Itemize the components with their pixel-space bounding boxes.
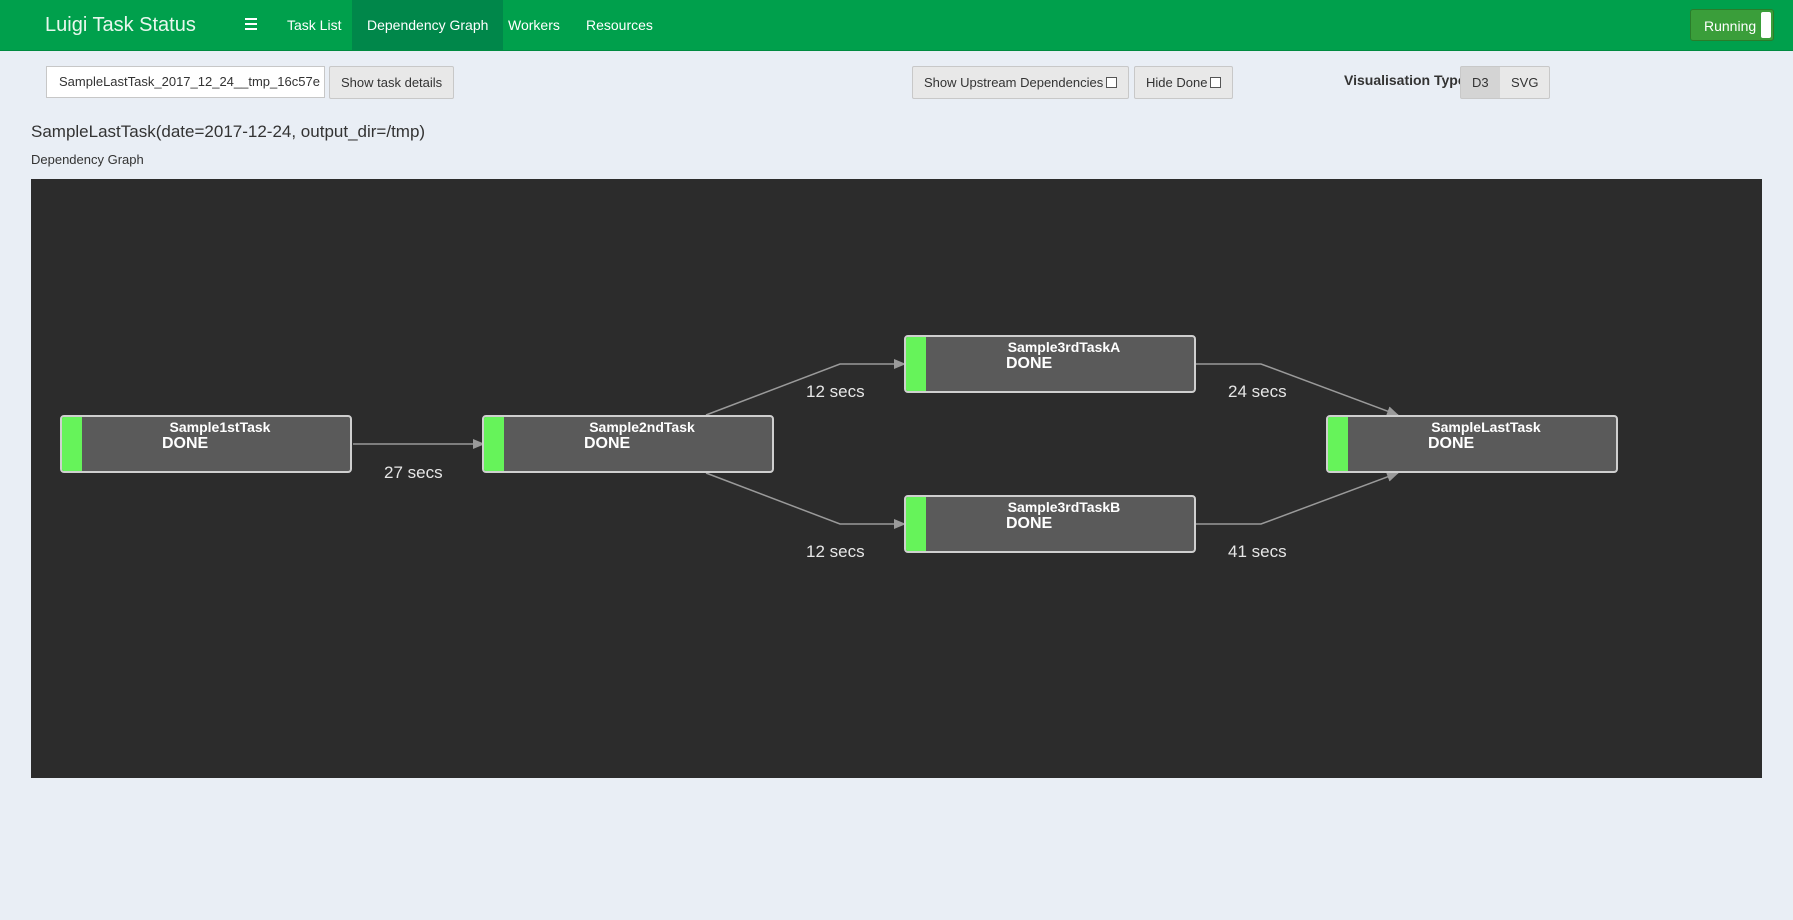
- edge-3rdB-to-last: [1196, 472, 1399, 525]
- task-node-sample2ndtask[interactable]: Sample2ndTask DONE: [482, 415, 774, 473]
- vis-svg-button[interactable]: SVG: [1500, 66, 1551, 99]
- task-node-sample3rdtaska[interactable]: Sample3rdTaskA DONE: [904, 335, 1196, 393]
- task-node-status: DONE: [162, 435, 209, 452]
- dependency-graph-canvas: 27 secs 12 secs 12 secs 24 secs 41 secs …: [31, 179, 1762, 778]
- top-navbar: Luigi Task Status Task List Dependency G…: [0, 0, 1793, 51]
- show-task-details-button[interactable]: Show task details: [329, 66, 455, 99]
- graph-subtitle: Dependency Graph: [31, 152, 144, 167]
- task-node-name: Sample3rdTaskA: [1007, 339, 1121, 355]
- edge-2nd-to-3rdB: [705, 472, 906, 529]
- task-id-input[interactable]: SampleLastTask_2017_12_24__tmp_16c57e: [46, 66, 325, 98]
- task-node-name: SampleLastTask: [1431, 419, 1541, 435]
- edge-label: 41 secs: [1228, 542, 1287, 561]
- task-node-sample3rdtaskb[interactable]: Sample3rdTaskB DONE: [904, 495, 1196, 553]
- done-status-bar: [484, 417, 504, 471]
- edge-3rdA-to-last: [1196, 363, 1399, 416]
- vis-d3-button[interactable]: D3: [1460, 66, 1501, 99]
- edge-label: 12 secs: [806, 542, 865, 561]
- done-status-bar: [1328, 417, 1348, 471]
- running-label: Running: [1704, 18, 1757, 34]
- edge-label: 24 secs: [1228, 382, 1287, 401]
- edge-label: 12 secs: [806, 382, 865, 401]
- edge-2nd-to-3rdA: [705, 359, 906, 416]
- task-node-status: DONE: [1006, 515, 1053, 532]
- running-toggle[interactable]: Running: [1690, 9, 1774, 41]
- show-upstream-button[interactable]: Show Upstream Dependencies: [912, 66, 1130, 99]
- visualisation-type-label: Visualisation Type: [1344, 72, 1466, 88]
- nav-resources[interactable]: Resources: [586, 17, 653, 33]
- hide-done-label: Hide Done: [1146, 75, 1208, 90]
- edge-label: 27 secs: [384, 463, 443, 482]
- show-upstream-label: Show Upstream Dependencies: [924, 75, 1104, 90]
- done-status-bar: [62, 417, 82, 471]
- task-node-name: Sample1stTask: [169, 419, 271, 435]
- toggle-knob: [1761, 12, 1771, 38]
- task-node-status: DONE: [584, 435, 631, 452]
- task-node-status: DONE: [1428, 435, 1475, 452]
- edges-layer: [353, 359, 1399, 529]
- nav-dependency-graph[interactable]: Dependency Graph: [352, 0, 504, 50]
- done-status-bar: [906, 497, 926, 551]
- task-node-name: Sample3rdTaskB: [1007, 499, 1121, 515]
- show-upstream-checkbox[interactable]: [1106, 77, 1118, 89]
- done-status-bar: [906, 337, 926, 391]
- nav-task-list[interactable]: Task List: [287, 17, 342, 33]
- nav-workers[interactable]: Workers: [508, 17, 560, 33]
- hide-done-button[interactable]: Hide Done: [1134, 66, 1234, 99]
- task-node-samplelasttask[interactable]: SampleLastTask DONE: [1326, 415, 1618, 473]
- menu-icon[interactable]: [242, 15, 260, 35]
- app-brand[interactable]: Luigi Task Status: [45, 14, 196, 36]
- task-node-status: DONE: [1006, 355, 1053, 372]
- task-node-sample1sttask[interactable]: Sample1stTask DONE: [60, 415, 352, 473]
- task-node-name: Sample2ndTask: [589, 419, 695, 435]
- task-title: SampleLastTask(date=2017-12-24, output_d…: [31, 122, 426, 141]
- hide-done-checkbox[interactable]: [1210, 77, 1222, 89]
